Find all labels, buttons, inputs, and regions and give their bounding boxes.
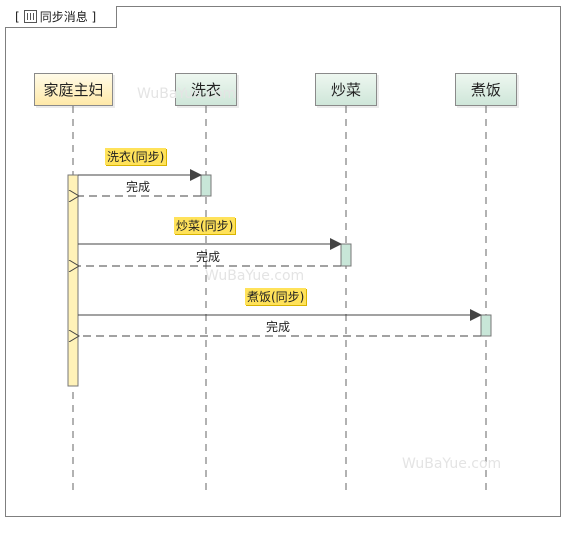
lifeline-label-stirfry: 炒菜 bbox=[330, 81, 361, 99]
watermark: WuBaYue.com bbox=[402, 456, 502, 472]
lifeline-label-cook: 煮饭 bbox=[470, 81, 501, 99]
activation-cook bbox=[480, 314, 492, 337]
message-label-return-wash: 完成 bbox=[126, 180, 151, 194]
lifeline-head-cook: 煮饭 bbox=[455, 73, 517, 106]
frame-tab: [同步消息 ] bbox=[5, 6, 117, 28]
activation-wash bbox=[200, 174, 212, 197]
lifeline-label-housewife: 家庭主妇 bbox=[43, 81, 104, 99]
activation-housewife bbox=[67, 174, 79, 387]
lifeline-head-housewife: 家庭主妇 bbox=[34, 73, 113, 106]
watermark: WuBaYue.com bbox=[205, 268, 305, 284]
lifeline-label-wash: 洗衣 bbox=[190, 81, 221, 99]
watermark: WuBaYue.com bbox=[137, 86, 237, 102]
frame-title: 同步消息 bbox=[39, 10, 88, 24]
sequence-diagram-icon bbox=[23, 10, 37, 23]
lifeline-head-stirfry: 炒菜 bbox=[315, 73, 377, 106]
message-label-call-cook: 煮饭(同步) bbox=[245, 288, 307, 305]
lifeline-head-wash: 洗衣 bbox=[175, 73, 237, 106]
message-label-return-stirfry: 完成 bbox=[196, 250, 221, 264]
message-label-call-stirfry: 炒菜(同步) bbox=[174, 217, 236, 234]
message-label-return-cook: 完成 bbox=[266, 320, 291, 334]
diagram-frame bbox=[5, 6, 561, 517]
message-label-call-wash: 洗衣(同步) bbox=[105, 148, 167, 165]
frame-tab-text: [同步消息 ] bbox=[15, 10, 97, 24]
activation-stirfry bbox=[340, 243, 352, 267]
